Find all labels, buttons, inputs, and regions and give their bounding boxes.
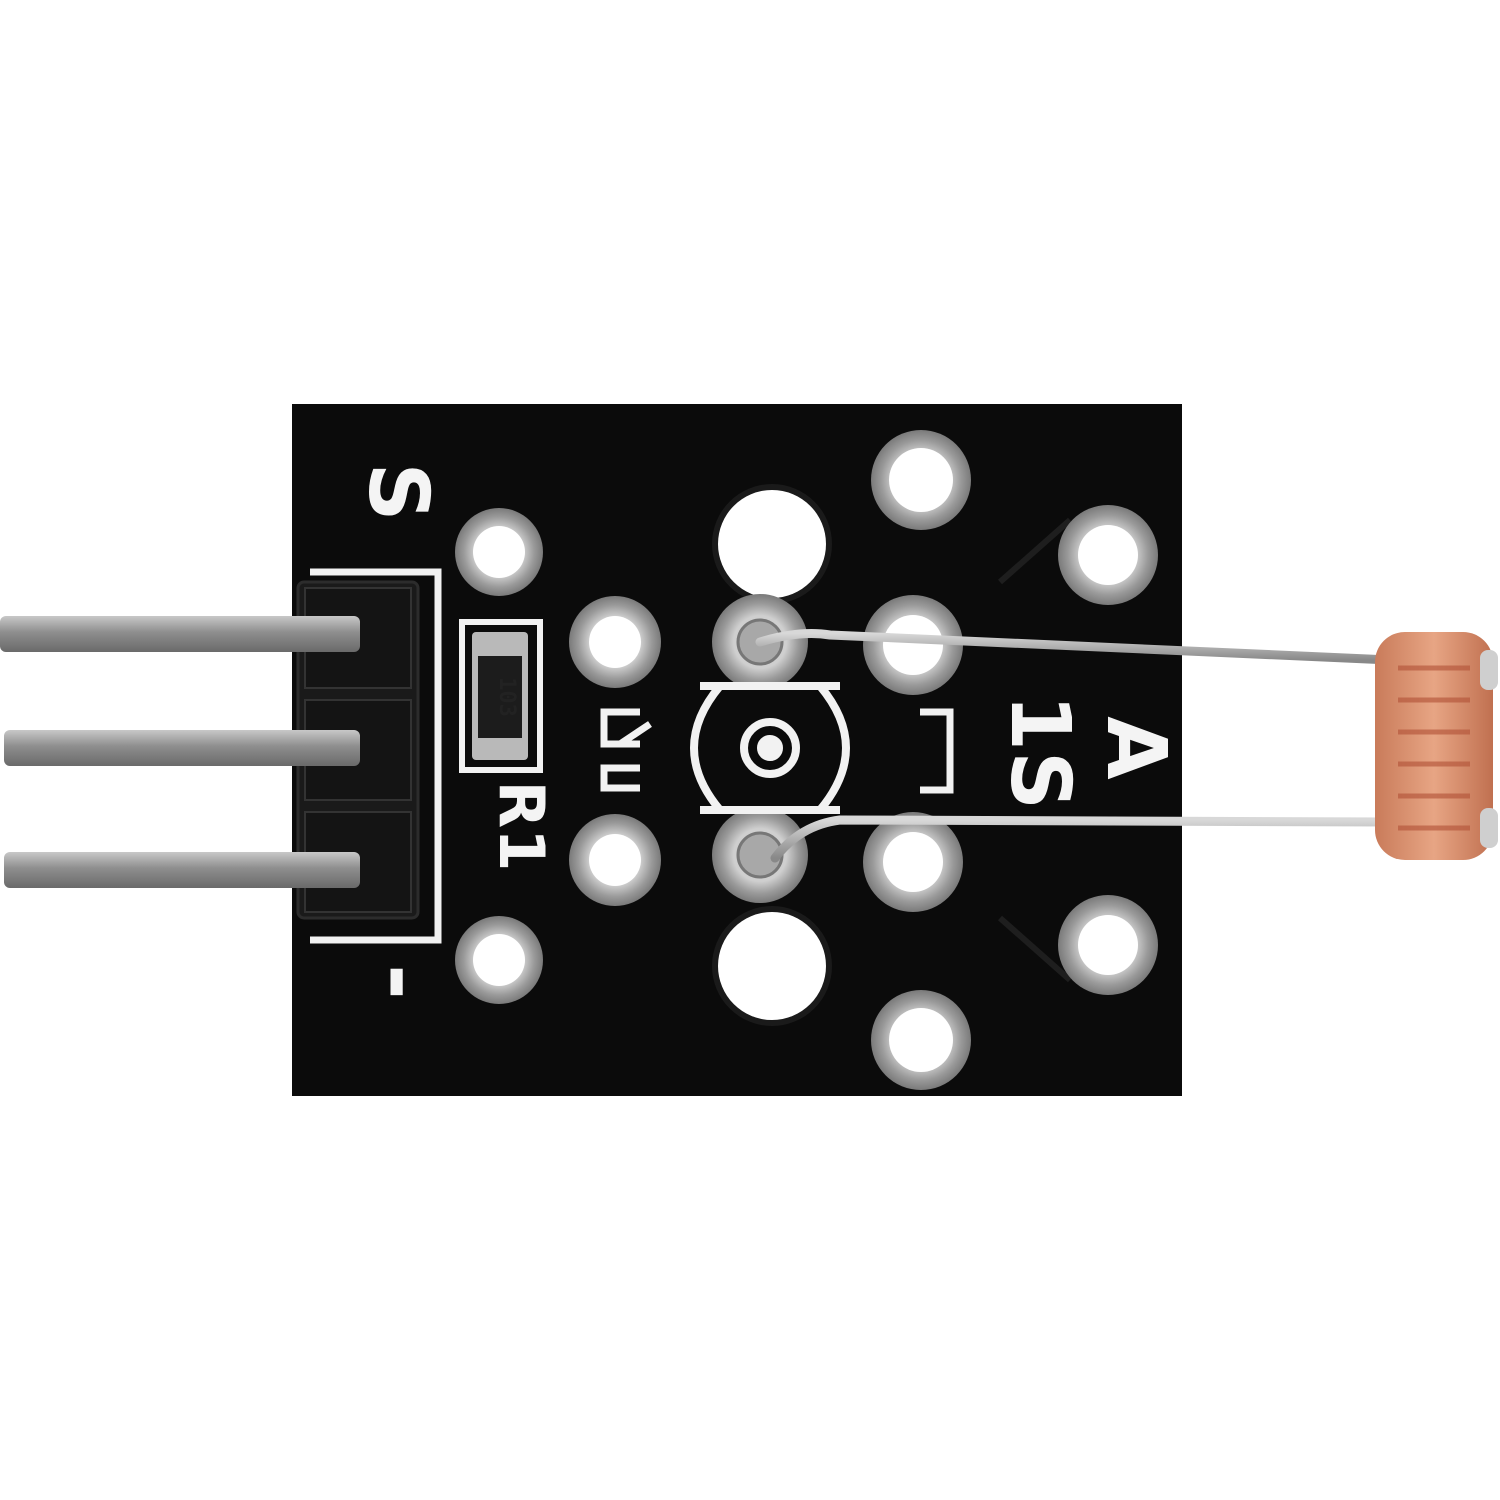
solder-pad-hole xyxy=(473,526,525,578)
mount-hole xyxy=(718,490,826,598)
solder-pad-hole xyxy=(589,616,641,668)
header-pin-3 xyxy=(4,852,360,888)
solder-pad-hole xyxy=(883,615,943,675)
solder-pad-hole xyxy=(883,832,943,892)
sensor-ref-b: 1S xyxy=(992,694,1087,810)
pin-ground-label: - xyxy=(351,964,451,1000)
solder-pad-hole xyxy=(889,1008,953,1072)
header-pin-1 xyxy=(0,616,360,652)
solder-pad-hole xyxy=(473,934,525,986)
resistor-ref-label: R1 xyxy=(485,781,558,872)
photoresistor xyxy=(1375,632,1498,860)
pcb-trace xyxy=(998,517,1072,585)
solder-pad-hole xyxy=(589,834,641,886)
ldr-lead-top xyxy=(755,629,1395,665)
ldr-lead-bottom xyxy=(770,815,1395,863)
ldr-silkscreen-symbol xyxy=(690,682,850,814)
pcb-trace xyxy=(998,915,1072,983)
sensor-ref-a: A xyxy=(1088,716,1183,780)
pin-signal-label: S xyxy=(350,462,445,521)
solder-pad-hole xyxy=(1078,525,1138,585)
mount-hole xyxy=(718,912,826,1020)
bracket-silkscreen-symbol xyxy=(920,708,954,794)
switch-silkscreen-symbol xyxy=(600,708,652,792)
header-pin-2 xyxy=(4,730,360,766)
smd-resistor: 103 xyxy=(459,619,543,773)
solder-pads xyxy=(455,430,1158,1090)
header-outline xyxy=(310,568,442,944)
resistor-code: 103 xyxy=(494,677,519,717)
solder-pad-hole xyxy=(1078,915,1138,975)
solder-pad-hole xyxy=(889,448,953,512)
